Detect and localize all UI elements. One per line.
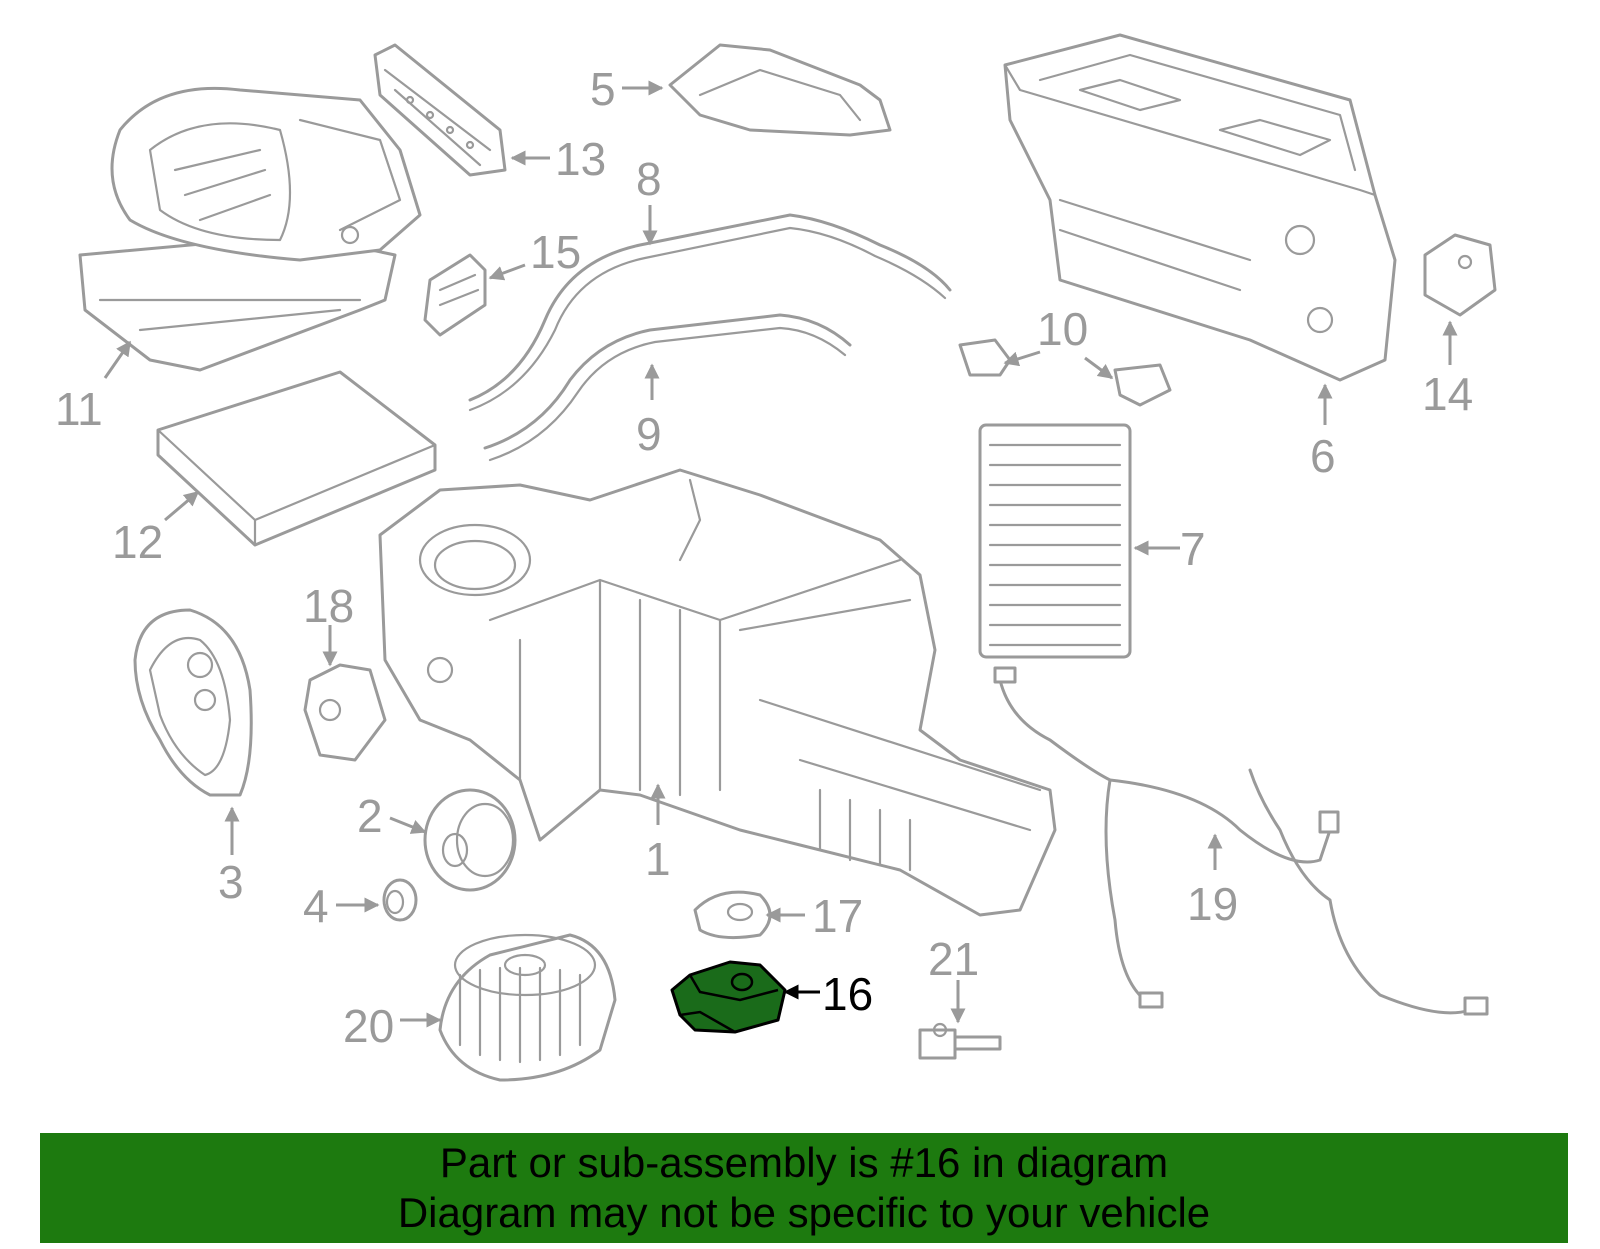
part-14-actuator	[1423, 233, 1497, 317]
callout-17: 17	[812, 890, 863, 942]
part-2-cap	[423, 788, 517, 892]
info-banner: Part or sub-assembly is #16 in diagram D…	[40, 1133, 1568, 1243]
callout-9: 9	[636, 408, 662, 460]
callout-5: 5	[590, 63, 616, 115]
part-18-actuator	[303, 663, 387, 762]
part-21-sensor	[918, 1022, 1002, 1060]
part-11-housing	[78, 86, 422, 372]
callout-2: 2	[357, 790, 383, 842]
callout-6: 6	[1310, 430, 1336, 482]
part-9-hose	[483, 313, 852, 462]
callout-12: 12	[112, 516, 163, 568]
callout-21: 21	[928, 933, 979, 985]
callout-7: 7	[1180, 523, 1206, 575]
part-7-heater-core	[978, 423, 1132, 659]
part-5-duct	[668, 43, 892, 137]
callout-10: 10	[1037, 303, 1088, 355]
part-19-harness	[993, 666, 1489, 1016]
leader-lines	[103, 80, 1458, 1028]
part-15-actuator	[423, 253, 487, 337]
callout-20: 20	[343, 1000, 394, 1052]
callout-3: 3	[218, 856, 244, 908]
part-13-bracket	[373, 43, 507, 177]
callout-8: 8	[636, 153, 662, 205]
callout-14: 14	[1422, 368, 1473, 420]
banner-line-disclaimer: Diagram may not be specific to your vehi…	[397, 1189, 1211, 1236]
callout-labels: 1 2 3 4 5 6 7 8 9 10 11 12 13 14 15 16 1…	[55, 63, 1473, 1052]
callout-11: 11	[55, 383, 103, 435]
part-6-module	[1003, 33, 1397, 382]
part-4-bushing	[382, 878, 418, 922]
callout-4: 4	[303, 880, 329, 932]
part-12-filter	[156, 370, 437, 547]
callout-16: 16	[822, 968, 873, 1020]
part-3-gasket	[133, 608, 253, 797]
part-16-resistor	[670, 960, 787, 1034]
callout-19: 19	[1187, 878, 1238, 930]
part-1-hvac-case	[378, 468, 1057, 917]
callout-15: 15	[530, 226, 581, 278]
part-8-hose	[468, 213, 952, 412]
part-17-cover	[693, 890, 772, 940]
callout-18: 18	[303, 580, 354, 632]
callout-1: 1	[645, 833, 671, 885]
callout-13: 13	[555, 133, 606, 185]
banner-line-part: Part or sub-assembly is #16 in diagram	[439, 1139, 1169, 1186]
part-20-blower	[438, 933, 617, 1082]
parts-diagram: 1 2 3 4 5 6 7 8 9 10 11 12 13 14 15 16 1…	[55, 33, 1497, 1082]
part-10-clips	[958, 338, 1172, 407]
